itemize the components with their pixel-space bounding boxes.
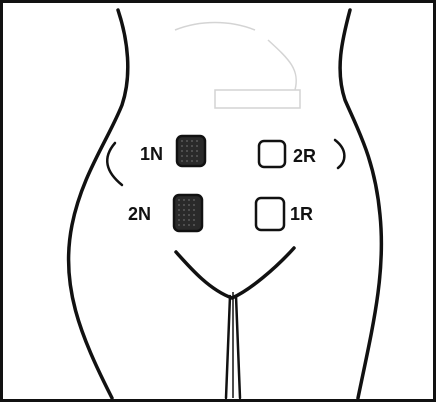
marker-texture-dot	[188, 199, 190, 201]
marker-texture-dot	[196, 150, 198, 152]
marker-texture-dot	[191, 160, 193, 162]
marker-texture-dot	[186, 150, 188, 152]
marker-texture-dot	[178, 199, 180, 201]
marker-texture-dot	[196, 140, 198, 142]
marker-texture-dot	[183, 219, 185, 221]
marker-texture-dot	[188, 219, 190, 221]
marker-texture-dot	[196, 145, 198, 147]
marker-texture-dot	[196, 160, 198, 162]
marker-texture-dot	[193, 214, 195, 216]
marker-texture-dot	[178, 219, 180, 221]
marker-texture-dot	[196, 155, 198, 157]
marker-texture-dot	[183, 199, 185, 201]
marker-texture-dot	[181, 145, 183, 147]
marker-texture-dot	[191, 145, 193, 147]
marker-texture-dot	[193, 199, 195, 201]
marker-texture-dot	[193, 209, 195, 211]
marker-texture-dot	[186, 155, 188, 157]
marker-texture-dot	[178, 224, 180, 226]
marker-label-1r: 1R	[290, 204, 313, 224]
marker-texture-dot	[186, 145, 188, 147]
marker-texture-dot	[188, 209, 190, 211]
marker-texture-dot	[178, 209, 180, 211]
marker-texture-dot	[193, 224, 195, 226]
marker-box-1r	[256, 198, 284, 230]
marker-texture-dot	[183, 214, 185, 216]
marker-label-2n: 2N	[128, 204, 151, 224]
marker-texture-dot	[186, 140, 188, 142]
marker-texture-dot	[188, 224, 190, 226]
marker-texture-dot	[191, 140, 193, 142]
marker-texture-dot	[178, 204, 180, 206]
marker-label-1n: 1N	[140, 144, 163, 164]
marker-texture-dot	[193, 219, 195, 221]
marker-texture-dot	[188, 214, 190, 216]
marker-texture-dot	[193, 204, 195, 206]
marker-texture-dot	[191, 150, 193, 152]
marker-texture-dot	[183, 204, 185, 206]
marker-texture-dot	[183, 224, 185, 226]
marker-texture-dot	[181, 160, 183, 162]
marker-texture-dot	[188, 204, 190, 206]
marker-label-2r: 2R	[293, 146, 316, 166]
marker-texture-dot	[181, 140, 183, 142]
marker-texture-dot	[183, 209, 185, 211]
marker-texture-dot	[178, 214, 180, 216]
marker-texture-dot	[181, 155, 183, 157]
marker-texture-dot	[181, 150, 183, 152]
marker-texture-dot	[186, 160, 188, 162]
marker-box-2r	[259, 141, 285, 167]
marker-texture-dot	[191, 155, 193, 157]
